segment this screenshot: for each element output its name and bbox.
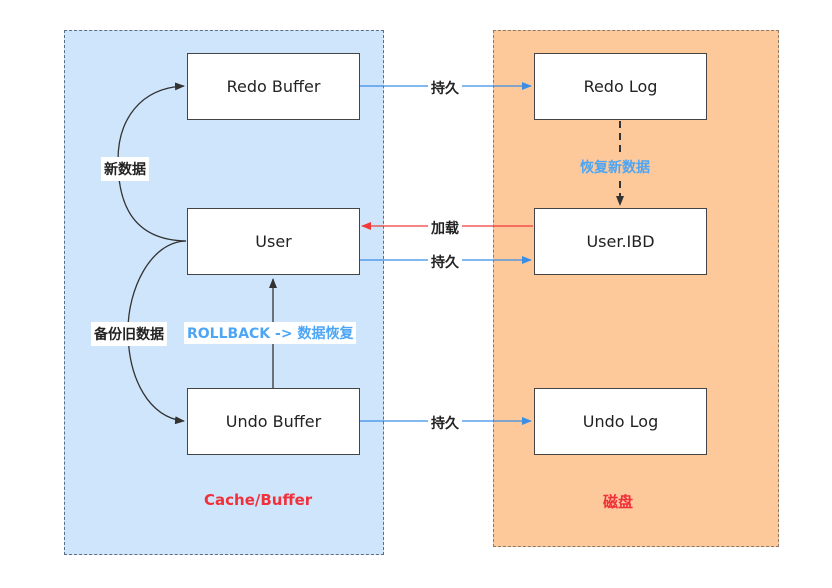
user-node: User [187, 208, 360, 275]
disk-title: 磁盘 [603, 493, 634, 511]
persist-user-label: 持久 [428, 250, 462, 274]
user-label: User [255, 232, 292, 251]
recover-new-data-label: 恢复新数据 [578, 155, 652, 179]
undo-buffer-node: Undo Buffer [187, 388, 360, 455]
user-ibd-label: User.IBD [586, 232, 655, 251]
rollback-label: ROLLBACK -> 数据恢复 [184, 322, 357, 344]
user-ibd-node: User.IBD [534, 208, 707, 275]
new-data-label: 新数据 [101, 157, 149, 181]
redo-log-label: Redo Log [583, 77, 658, 96]
redo-log-node: Redo Log [534, 53, 707, 120]
redo-buffer-node: Redo Buffer [187, 53, 360, 120]
redo-buffer-label: Redo Buffer [226, 77, 321, 96]
undo-buffer-label: Undo Buffer [225, 412, 322, 431]
persist-undo-label: 持久 [428, 411, 462, 435]
undo-log-node: Undo Log [534, 388, 707, 455]
load-label: 加载 [428, 216, 462, 240]
persist-redo-label: 持久 [428, 76, 462, 100]
cache-buffer-title: Cache/Buffer [204, 491, 313, 509]
backup-old-data-label: 备份旧数据 [91, 322, 167, 346]
undo-log-label: Undo Log [582, 412, 659, 431]
